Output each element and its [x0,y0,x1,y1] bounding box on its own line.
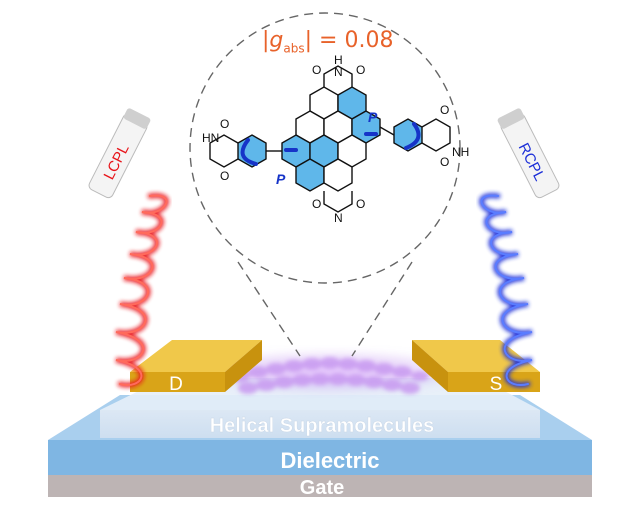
molecule-structure: H N O O N O O HN O O NH O O P P [202,53,469,225]
electrode-drain: D [130,340,262,395]
svg-text:H: H [334,53,343,67]
svg-text:NH: NH [452,145,469,159]
svg-text:O: O [312,197,321,211]
svg-text:O: O [440,103,449,117]
gabs-label: |gabs| = 0.08 [262,28,402,56]
svg-text:N: N [334,211,343,225]
chirality-label: P [368,109,378,125]
source-label: S [490,374,503,395]
electrode-source: S [412,340,540,395]
gate-label: Gate [300,477,344,499]
gabs-value: | = 0.08 [304,28,394,53]
svg-text:N: N [334,65,343,79]
lcpl-source: LCPL [88,108,151,199]
svg-text:HN: HN [202,131,219,145]
svg-text:O: O [312,63,321,77]
magnification-callout [189,12,461,357]
svg-text:O: O [356,197,365,211]
svg-text:O: O [440,155,449,169]
dielectric-label: Dielectric [280,448,379,473]
semiconductor-label: Helical Supramolecules [210,415,435,437]
gabs-subscript: abs [283,41,305,56]
drain-label: D [169,374,183,395]
chirality-label: P [276,171,286,187]
rcpl-source: RCPL [497,108,560,199]
svg-text:O: O [220,117,229,131]
gabs-prefix: |g [262,28,284,53]
svg-text:O: O [220,169,229,183]
svg-text:O: O [356,63,365,77]
